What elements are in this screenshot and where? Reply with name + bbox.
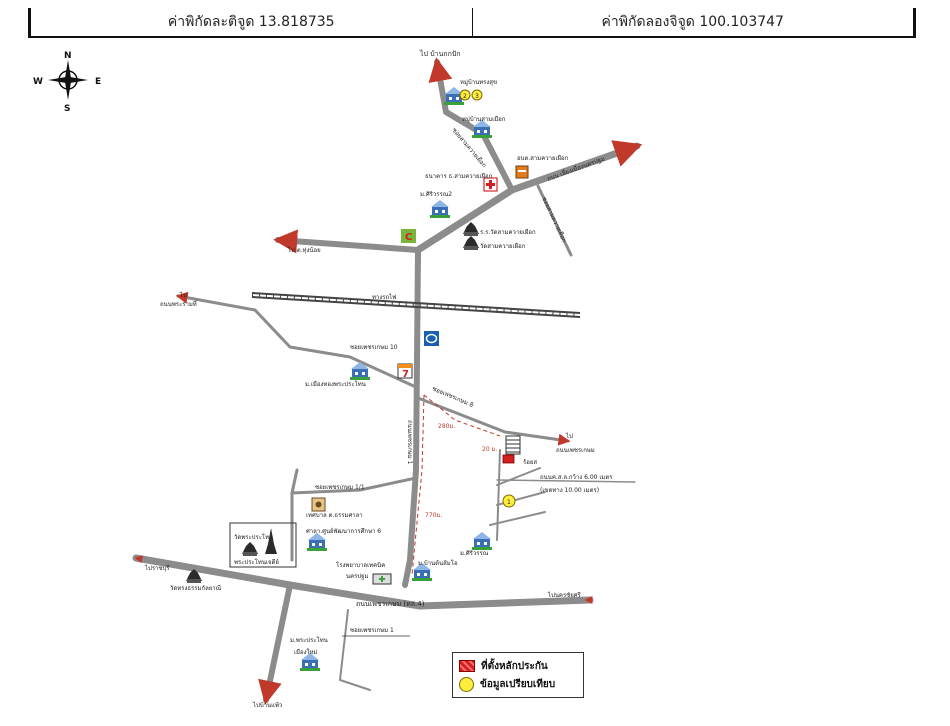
- label-hospital-2: นครปฐม: [346, 573, 368, 580]
- distance-line-280: [423, 394, 501, 437]
- school-icon-2: [307, 533, 327, 551]
- label-school-temple: ร.ร.วัดสามควายเผือก: [480, 228, 536, 236]
- label-soi-phet-1-1: ซอยเพชรเกษม 1/1: [315, 484, 365, 491]
- compass-rose-icon: N S W E: [33, 51, 101, 114]
- label-road-width-1: ถนนค.ส.ล.กว้าง 6.00 เมตร: [540, 474, 613, 481]
- comparison-number-3: 3: [475, 93, 479, 100]
- village-icon-5: [472, 532, 492, 550]
- compass-s: S: [64, 104, 70, 114]
- label-to-west-mid-a: ไป: [179, 291, 187, 299]
- comparison-swatch-icon: [459, 676, 474, 692]
- label-village-8: เมืองใหม่: [294, 648, 317, 656]
- label-village-5: ม.ศิริวรรณ: [460, 550, 489, 557]
- road-soi-1: [339, 609, 371, 691]
- comparison-marker-2: [459, 89, 471, 101]
- label-dist-20: 20 ม.: [482, 446, 497, 453]
- road-site-local: [496, 449, 501, 541]
- longitude-value: ค่าพิกัดลองจิจูด 100.103747: [471, 8, 914, 36]
- comparison-number-1: 1: [507, 499, 511, 506]
- hospital-icon: [372, 573, 392, 585]
- label-temple-2: วัดพระประโทน: [234, 533, 273, 541]
- compass-n: N: [64, 51, 72, 61]
- label-school-2: ศาลา.ศูนย์พัฒนาการศึกษา 6: [306, 527, 381, 535]
- label-dist-280: 280ม.: [438, 423, 455, 430]
- label-to-east-a: ไป: [565, 432, 573, 440]
- latitude-value: ค่าพิกัดละติจูด 13.818735: [167, 14, 335, 30]
- seven-eleven-text: 7: [402, 369, 409, 380]
- label-health-office: เทศบาล ต.ธรรมศาลา: [306, 512, 363, 519]
- road-east-soi: [536, 184, 573, 257]
- road-north: [428, 57, 515, 193]
- label-to-west-upper: ไป ต.ทุ่งน้อย: [287, 246, 321, 254]
- temple-icon-1: [463, 236, 479, 250]
- label-temple-1: วัดสามควายเผือก: [480, 242, 526, 250]
- road-soi-8: [416, 396, 571, 446]
- road-west-mid: [175, 291, 420, 390]
- label-to-north: ไป บ้านกกปัก: [419, 49, 461, 58]
- first-aid-icon: [483, 177, 498, 192]
- compass-e: E: [95, 77, 101, 87]
- legend-comparison-label: ข้อมูลเปรียบเทียบ: [480, 678, 556, 690]
- label-village-1: หมู่บ้านทรงสุข: [460, 79, 497, 86]
- map-legend: ที่ตั้งหลักประกัน ข้อมูลเปรียบเทียบ: [452, 652, 584, 698]
- label-pagoda: พระประโทนเจดีย์: [234, 558, 279, 566]
- gas-station-icon: [424, 331, 439, 346]
- temple-icon-2: [242, 542, 258, 556]
- comparison-marker-3: [471, 89, 483, 101]
- label-to-west-mid-b: ถนนพระรามที่: [160, 300, 197, 308]
- legend-comparison-row: ข้อมูลเปรียบเทียบ: [459, 675, 577, 693]
- label-village-6: ม.บ้านต้นส้มโอ: [418, 559, 458, 567]
- road-concrete: [496, 479, 636, 483]
- label-hospital: โรงพยาบาลเทคนิค: [336, 561, 385, 569]
- label-road-phetkasem: ถนนเพชรเกษม (ทล.4): [356, 600, 425, 608]
- label-dist-770: 770ม.: [425, 512, 442, 519]
- road-west-upper: [273, 229, 421, 254]
- label-temple-3: วัดทรงธรรมกัลยาณี: [170, 584, 222, 592]
- label-site: ร้อยส: [523, 459, 537, 466]
- health-office-icon: [311, 497, 326, 512]
- label-bank: ธนาคาร ธ.สามควายเผือก: [425, 172, 493, 180]
- sub-district-icon: [515, 165, 529, 179]
- comparison-number-2: 2: [463, 93, 467, 100]
- label-to-south: ไปบ้านแพ้ว: [252, 701, 282, 709]
- label-soi-phet-10: ซอยเพชรเกษม 10: [350, 344, 398, 351]
- label-village-7: ม.พระประโทน: [290, 636, 328, 644]
- ptt-station-icon: C: [401, 229, 416, 243]
- pagoda-icon: [265, 528, 277, 554]
- label-railway: ทางรถไฟ: [372, 293, 396, 301]
- label-soi-east-north: ซอยสามควายเผือก: [540, 195, 568, 243]
- village-icon-3: [430, 200, 450, 218]
- arrow-west-lower: [134, 555, 144, 564]
- school-temple-icon: [463, 222, 479, 236]
- temple-frame: [229, 522, 297, 568]
- comparison-marker-1: [502, 494, 516, 508]
- label-to-east-b: ถนนเพชรเกษม: [556, 447, 595, 454]
- coordinate-bar: ค่าพิกัดละติจูด 13.818735 ค่าพิกัดลองจิจ…: [28, 8, 916, 38]
- label-to-west-lower: ไปราชบุรี: [144, 564, 170, 572]
- seven-eleven-icon: 7: [397, 363, 413, 380]
- site-swatch-icon: [459, 660, 475, 672]
- railway-line: [251, 292, 581, 318]
- label-to-east-lower: ไปนครชัยศรี: [547, 591, 582, 599]
- road-network: [132, 57, 643, 705]
- label-village-2: หมู่บ้านสามเมือก: [462, 115, 506, 123]
- compass-w: W: [33, 77, 43, 87]
- road-phetkasem: [132, 554, 594, 610]
- label-soi-phet-1: ซอยเพชรเกษม 1: [350, 627, 394, 634]
- label-sub-district-office: อบต.สามควายเผือก: [517, 154, 569, 162]
- road-soi-1-1: [290, 468, 418, 495]
- road-south: [258, 582, 293, 705]
- ptt-badge-text: C: [405, 232, 412, 243]
- road-main-vertical: [402, 247, 421, 588]
- label-road-width-2: (เขตทาง 10.00 เมตร): [540, 487, 599, 494]
- label-village-4: ม.เมืองทองพระประโทน: [305, 380, 366, 388]
- legend-site-row: ที่ตั้งหลักประกัน: [459, 657, 577, 675]
- legend-site-label: ที่ตั้งหลักประกัน: [481, 660, 548, 672]
- site-marker: [502, 435, 521, 464]
- label-village-3: ม.ศิริวรรณ2: [420, 191, 452, 198]
- label-road-main-vertical: ถนนเพชรเกษม 1: [406, 420, 413, 465]
